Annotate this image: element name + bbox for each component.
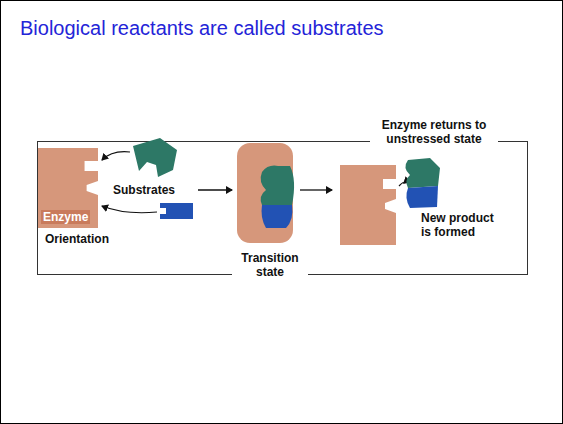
stage-label: New product is formed: [418, 211, 508, 239]
enzyme-shape: [340, 165, 396, 245]
enzyme-body: [38, 148, 98, 228]
blue-substrate: [262, 205, 293, 228]
step-arrow: [300, 189, 332, 190]
stage-label: Orientation: [42, 232, 112, 246]
green-substrate: [261, 166, 294, 205]
green-substrate: [133, 138, 177, 177]
product-blue: [406, 186, 438, 208]
stage-label: Transition state: [232, 251, 308, 279]
blue-substrate: [160, 203, 193, 219]
product-green: [405, 158, 440, 188]
step-arrow: [198, 189, 232, 190]
enzyme-label: Enzyme: [41, 210, 90, 224]
stage-label: Substrates: [110, 183, 178, 197]
binding-arrow: [102, 206, 157, 213]
binding-arrow: [102, 152, 130, 160]
enzyme-node: Enzyme: [38, 148, 98, 228]
stage-label: Enzyme returns to unstressed state: [370, 118, 498, 146]
slide-title: Biological reactants are called substrat…: [20, 16, 384, 40]
